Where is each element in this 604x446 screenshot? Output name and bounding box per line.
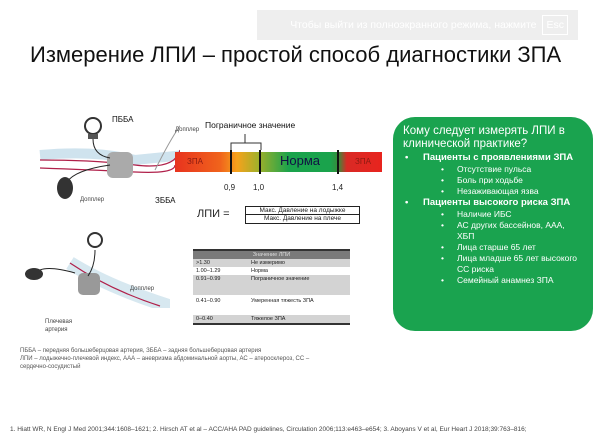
fullscreen-message: Чтобы выйти из полноэкранного режима, на…	[290, 19, 537, 31]
doppler-bulb-label: Допплер	[80, 197, 105, 203]
list-item: •Лица старше 65 лет	[441, 242, 536, 252]
fullscreen-notice: Чтобы выйти из полноэкранного режима, на…	[257, 10, 578, 40]
list-item: •Лица младше 65 лет высокого СС риска	[441, 253, 578, 274]
tick-1-4	[337, 150, 339, 174]
cuff-icon	[78, 273, 100, 295]
group-title: •Пациенты с проявлениями ЗПА	[405, 152, 574, 163]
gauge-icon	[84, 117, 102, 135]
formula-numerator: Макс. Давление на лодыжке	[246, 207, 359, 215]
abbreviations-footnote: ПББА – передняя большеберцовая артерия, …	[20, 348, 310, 370]
who-to-test-box: Кому следует измерять ЛПИ в клинической …	[393, 117, 593, 331]
formula-denominator: Макс. Давление на плече	[264, 215, 341, 222]
tick-1-0	[259, 150, 261, 174]
box-heading: Кому следует измерять ЛПИ в клинической …	[403, 125, 565, 150]
group-title: •Пациенты высокого риска ЗПА	[405, 197, 571, 208]
pbba-label: ПББА	[112, 115, 134, 124]
table-header: Значение ЛПИ	[193, 249, 350, 259]
references: 1. Hiatt WR, N Engl J Med 2001;344:1608–…	[10, 426, 527, 433]
tick-label: 1,0	[253, 183, 265, 192]
doppler-top-label: Допплер	[175, 127, 200, 133]
borderline-label: Пограничное значение	[205, 120, 296, 130]
slide-title: Измерение ЛПИ – простой способ диагности…	[30, 42, 562, 67]
bulb-icon	[25, 268, 43, 280]
list-item: •Отсутствие пульса	[441, 164, 532, 174]
esc-key-hint[interactable]: Esc	[542, 15, 568, 35]
borderline-brace	[230, 134, 262, 150]
zbba-label: ЗББА	[155, 196, 176, 205]
scale-pad-left: ЗПА	[187, 157, 203, 166]
tick-label: 0,9	[224, 183, 236, 192]
brachial-artery-label: Плечевая артерия	[45, 319, 73, 333]
tick-0-9	[230, 150, 232, 174]
tick-label: 1,4	[332, 183, 344, 192]
list-item: •АС других бассейнов, ААА, ХБП	[441, 220, 565, 241]
scale-normal: Норма	[280, 153, 321, 168]
leg-measurement-illustration	[39, 117, 180, 199]
abi-formula: Макс. Давление на лодыжке Макс. Давление…	[245, 206, 360, 224]
abi-scale-bar: ЗПА Норма ЗПА	[175, 150, 382, 174]
list-item: •Наличие ИБС	[441, 209, 512, 219]
list-item: •Боль при ходьбе	[441, 175, 523, 185]
scale-pad-right: ЗПА	[355, 157, 371, 166]
doppler-arm-label: Допплер	[130, 286, 155, 292]
bulb-icon	[57, 177, 73, 199]
gauge-icon	[87, 232, 103, 248]
cuff-icon	[107, 152, 133, 178]
formula-lhs: ЛПИ =	[197, 208, 230, 220]
list-item: •Незаживающая язва	[441, 186, 539, 196]
list-item: •Семейный анамнез ЗПА	[441, 275, 554, 285]
arm-measurement-illustration	[25, 232, 170, 308]
